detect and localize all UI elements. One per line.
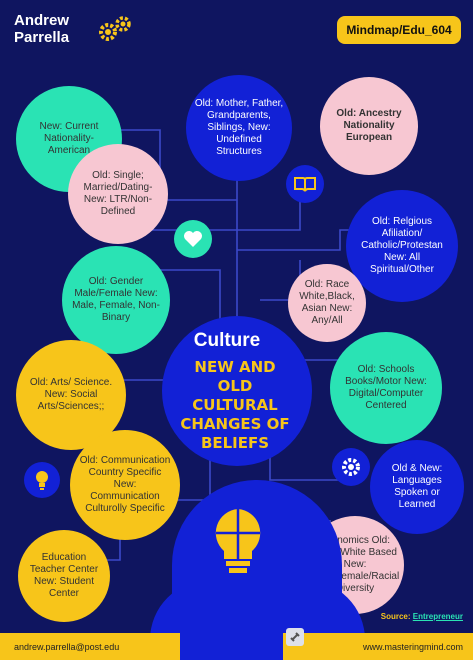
source-label: Source: — [380, 612, 411, 621]
footer-website[interactable]: www.masteringmind.com — [362, 642, 463, 652]
center-subtitle-line: BELIEFS — [200, 434, 270, 452]
gear-icon — [99, 16, 131, 41]
brand-line-2: Parrella — [14, 29, 70, 46]
heart-icon-circle — [174, 220, 212, 258]
node-relationship-status: Old: Single; Married/Dating-New: LTR/Non… — [68, 144, 168, 244]
bulb-icon-circle — [24, 462, 60, 498]
settings-icon-circle — [332, 448, 370, 486]
center-subtitle-line: NEW AND — [194, 358, 276, 376]
book-icon — [294, 177, 316, 192]
node-family-structure: Old: Mother, Father, Grandparents, Sibli… — [186, 75, 292, 181]
settings-icon — [342, 458, 360, 476]
center-node — [162, 316, 312, 466]
source-link[interactable]: Entrepreneur — [412, 612, 463, 621]
footer-email[interactable]: andrew.parrella@post.edu — [14, 642, 120, 652]
footer: andrew.parrella@post.edu www.masteringmi… — [0, 633, 473, 660]
node-ancestry: Old: Ancestry Nationality European — [320, 77, 418, 175]
brand-name: Andrew Parrella — [14, 12, 69, 46]
node-schools: Old: Schools Books/Motor New: Digital/Co… — [330, 332, 442, 444]
center-subtitle-line: CULTURAL — [192, 396, 278, 414]
center-subtitle-line: OLD — [217, 377, 253, 395]
node-gender: Old: Gender Male/Female New: Male, Femal… — [62, 246, 170, 354]
center-subtitle: NEW AND OLD CULTURAL CHANGES OF BELIEFS — [180, 358, 290, 453]
puzzle-bulb-icon — [215, 509, 261, 573]
node-education: Education Teacher Center New: Student Ce… — [18, 530, 110, 622]
node-religious-affiliation: Old: Relgious Afiliation/ Catholic/Prote… — [346, 190, 458, 302]
node-languages: Old & New: Languages Spoken or Learned — [370, 440, 464, 534]
node-communication: Old: Communication Country Specific New:… — [70, 430, 180, 540]
node-race: Old: Race White,Black, Asian New: Any/Al… — [288, 264, 366, 342]
brand-line-1: Andrew — [14, 12, 70, 29]
center-subtitle-line: CHANGES OF — [180, 415, 290, 433]
source-credit: Source: Entrepreneur — [381, 612, 463, 621]
head-silhouette — [172, 480, 342, 660]
mindmap-tag: Mindmap/Edu_604 — [337, 16, 461, 44]
footer-left-bar — [0, 633, 180, 660]
bulb-icon — [36, 471, 48, 490]
heart-icon — [184, 231, 202, 247]
center-title: Culture — [193, 330, 261, 351]
link-icon — [286, 628, 304, 646]
book-icon-circle — [286, 165, 324, 203]
footer-right-bar — [283, 633, 473, 660]
